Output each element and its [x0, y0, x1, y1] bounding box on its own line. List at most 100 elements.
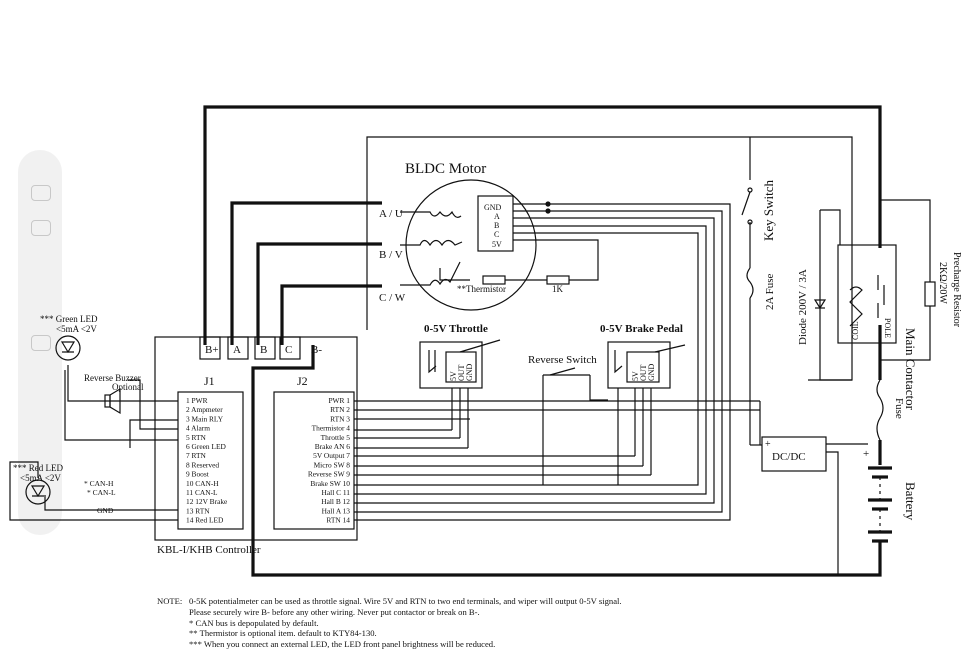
notes-block: NOTE: 0-5K potentialmeter can be used as …: [157, 596, 797, 650]
coil-label: COIL: [851, 321, 860, 340]
j2-pin-1: PWR 1: [328, 396, 350, 405]
terminal-a: [227, 336, 249, 360]
terminal-bplus: [199, 336, 221, 360]
resistor-1k: [546, 275, 570, 285]
terminal-bminus-label: B-: [311, 344, 322, 356]
thermistor-label: **Thermistor: [457, 284, 506, 294]
throttle-label: 0-5V Throttle: [424, 323, 488, 335]
fuse-label: Fuse: [893, 398, 905, 419]
j1-pin-11: 11 CAN-L: [186, 488, 218, 497]
terminal-b-label: B: [260, 344, 267, 356]
key-switch-label: Key Switch: [761, 179, 776, 241]
can-h-label: * CAN-H: [84, 479, 114, 488]
battery-plus: +: [863, 448, 869, 460]
resistor-label: 1K: [552, 284, 564, 294]
precharge-resistor: [924, 281, 936, 307]
controller-label: KBL-I/KHB Controller: [157, 544, 261, 556]
dcdc-label: DC/DC: [772, 451, 806, 463]
j2-pin-13: Hall A 13: [322, 506, 351, 515]
j2-pin-6: Brake AN 6: [315, 442, 351, 451]
thermistor: [482, 275, 506, 285]
power-wires: [203, 105, 892, 577]
j1-pin-5: 5 RTN: [186, 433, 207, 442]
terminal-c: [279, 336, 301, 360]
green-led-spec: <5mA <2V: [56, 324, 97, 334]
j2-connector: [273, 391, 355, 530]
green-led-label: *** Green LED: [40, 314, 98, 324]
j2-pin-7: 5V Output 7: [313, 451, 350, 460]
diode-label: Diode 200V / 3A: [797, 269, 809, 345]
brake-pin-out: OUT: [639, 364, 648, 381]
red-led: [25, 479, 51, 505]
terminal-bplus-label: B+: [205, 344, 219, 356]
pole-label: POLE: [883, 318, 892, 338]
j2-pin-2: RTN 2: [330, 405, 350, 414]
note-line-1: 0-5K potentialmeter can be used as throt…: [189, 596, 622, 606]
throttle-box: [419, 341, 483, 389]
hall-sensor-block: [477, 195, 514, 252]
note-line-2: Please securely wire B- before any other…: [189, 606, 480, 617]
note-line-5: *** When you connect an external LED, th…: [189, 639, 496, 650]
j1-pin-13: 13 RTN: [186, 506, 210, 515]
terminal-c-label: C: [285, 344, 292, 356]
j1-pin-10: 10 CAN-H: [186, 479, 219, 488]
reverse-switch-label: Reverse Switch: [528, 354, 597, 366]
phase-a: A / U: [379, 208, 403, 220]
j2-pin-9: Reverse SW 9: [308, 470, 350, 479]
brake-box: [607, 341, 671, 389]
note-line-3: * CAN bus is depopulated by default.: [189, 617, 319, 628]
motor-title: BLDC Motor: [405, 161, 486, 177]
j1-pin-9: 9 Boost: [186, 470, 210, 479]
j1-pin-2: 2 Ampmeter: [186, 405, 223, 414]
j1-connector: [177, 391, 244, 530]
j1-label: J1: [204, 374, 215, 388]
j1-pin-3: 3 Main RLY: [186, 414, 224, 423]
notes-label: NOTE:: [157, 596, 183, 606]
terminal-a-label: A: [233, 344, 241, 356]
j1-pin-12: 12 12V Brake: [186, 497, 228, 506]
red-led-label: *** Red LED: [13, 463, 63, 473]
side-toolbar-ghost: [18, 150, 62, 535]
j2-pin-4: Thermistor 4: [312, 424, 351, 433]
hall-5v: 5V: [492, 240, 502, 249]
toolbar-icon-2: [31, 220, 51, 236]
battery-label: Battery: [903, 482, 918, 521]
can-l-label: * CAN-L: [87, 488, 116, 497]
j2-label: J2: [297, 374, 308, 388]
precharge-value: 2KΩ/20W: [937, 262, 948, 304]
buzzer-optional: Optional: [112, 382, 144, 392]
j1-pin-14: 14 Red LED: [186, 516, 224, 525]
j1-pin-6: 6 Green LED: [186, 442, 226, 451]
j1-pin-1: 1 PWR: [186, 396, 208, 405]
brake-label: 0-5V Brake Pedal: [600, 323, 683, 335]
j2-pin-14: RTN 14: [326, 516, 350, 525]
throttle-pin-gnd: GND: [465, 363, 474, 381]
gnd-label: GND: [97, 506, 114, 515]
main-contactor-box: [837, 244, 897, 344]
throttle-pin-out: OUT: [457, 364, 466, 381]
phase-b: B / V: [379, 249, 403, 261]
j2-pin-12: Hall B 12: [321, 497, 350, 506]
throttle-pin-5v: 5V: [449, 371, 458, 381]
j2-pin-10: Brake SW 10: [310, 479, 350, 488]
precharge-label: Precharge Resistor: [951, 252, 962, 328]
buzzer-label: Reverse Buzzer: [84, 373, 141, 383]
j2-pin-8: Micro SW 8: [314, 460, 351, 469]
red-led-spec: <5mA <2V: [20, 473, 61, 483]
terminal-b: [254, 336, 276, 360]
j2-pin-11: Hall C 11: [322, 488, 351, 497]
j1-pin-7: 7 RTN: [186, 451, 207, 460]
brake-pin-gnd: GND: [647, 363, 656, 381]
j2-pin-3: RTN 3: [330, 414, 350, 423]
dcdc-plus: +: [765, 439, 771, 450]
main-contactor-label: Main Contactor: [903, 328, 918, 411]
hall-b: B: [494, 221, 499, 230]
brake-pin-5v: 5V: [631, 371, 640, 381]
j1-pin-4: 4 Alarm: [186, 424, 210, 433]
toolbar-icon-1: [31, 185, 51, 201]
fuse-2a-label: 2A Fuse: [764, 274, 776, 310]
hall-c: C: [494, 230, 499, 239]
